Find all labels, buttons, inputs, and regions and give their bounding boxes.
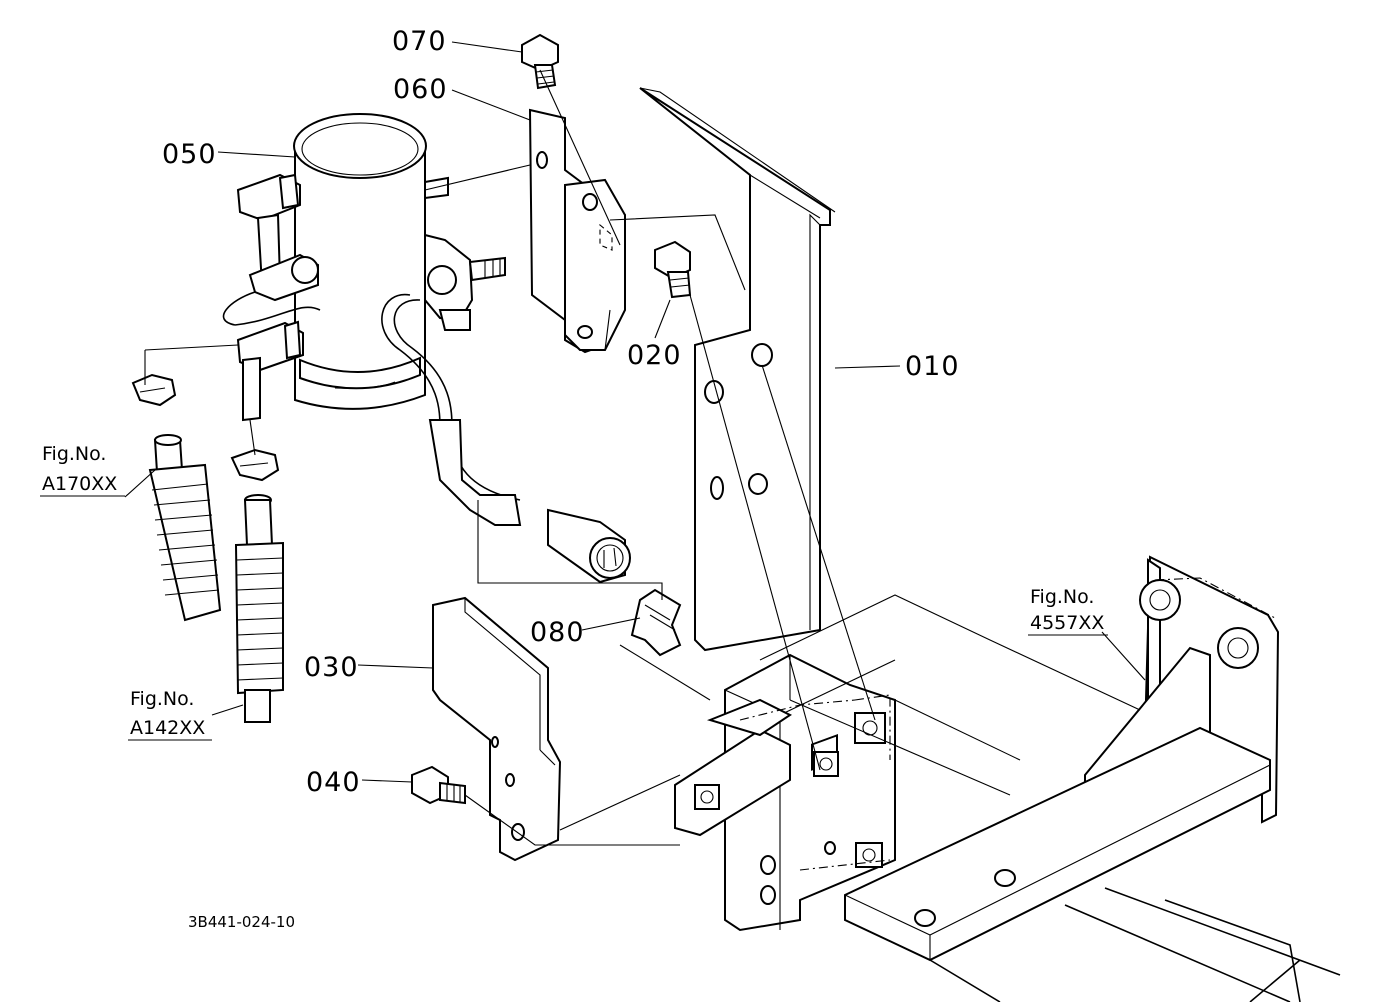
part-040-bolt xyxy=(411,765,466,805)
callout-060: 060 xyxy=(393,74,448,105)
assembly-lines xyxy=(144,69,1276,871)
fig-ref-a142-label: Fig.No. xyxy=(130,688,194,710)
fig-ref-4557-label: Fig.No. xyxy=(1030,586,1094,608)
hose-a142 xyxy=(230,448,284,723)
callout-040: 040 xyxy=(306,767,361,798)
fig-ref-a142-code: A142XX xyxy=(130,717,205,739)
callout-020: 020 xyxy=(627,340,682,371)
callout-070: 070 xyxy=(392,26,447,57)
fig-ref-a170-label: Fig.No. xyxy=(42,443,106,465)
frame-assembly xyxy=(674,555,1341,1002)
hose-a170 xyxy=(131,373,222,622)
fig-ref-4557-code: 4557XX xyxy=(1030,612,1104,634)
part-050-pump xyxy=(222,113,631,584)
part-030-cover xyxy=(432,596,562,862)
part-070-bolt xyxy=(521,33,559,90)
part-060-plate xyxy=(528,108,626,354)
leader-lines xyxy=(124,41,1146,783)
fig-ref-a170-code: A170XX xyxy=(42,473,117,495)
callout-030: 030 xyxy=(304,652,359,683)
part-020-bolt xyxy=(654,240,692,299)
callout-050: 050 xyxy=(162,139,217,170)
drawing-code: 3B441-024-10 xyxy=(188,913,295,931)
part-080-clip xyxy=(630,588,682,657)
callout-010: 010 xyxy=(905,351,960,382)
callout-080: 080 xyxy=(530,617,585,648)
